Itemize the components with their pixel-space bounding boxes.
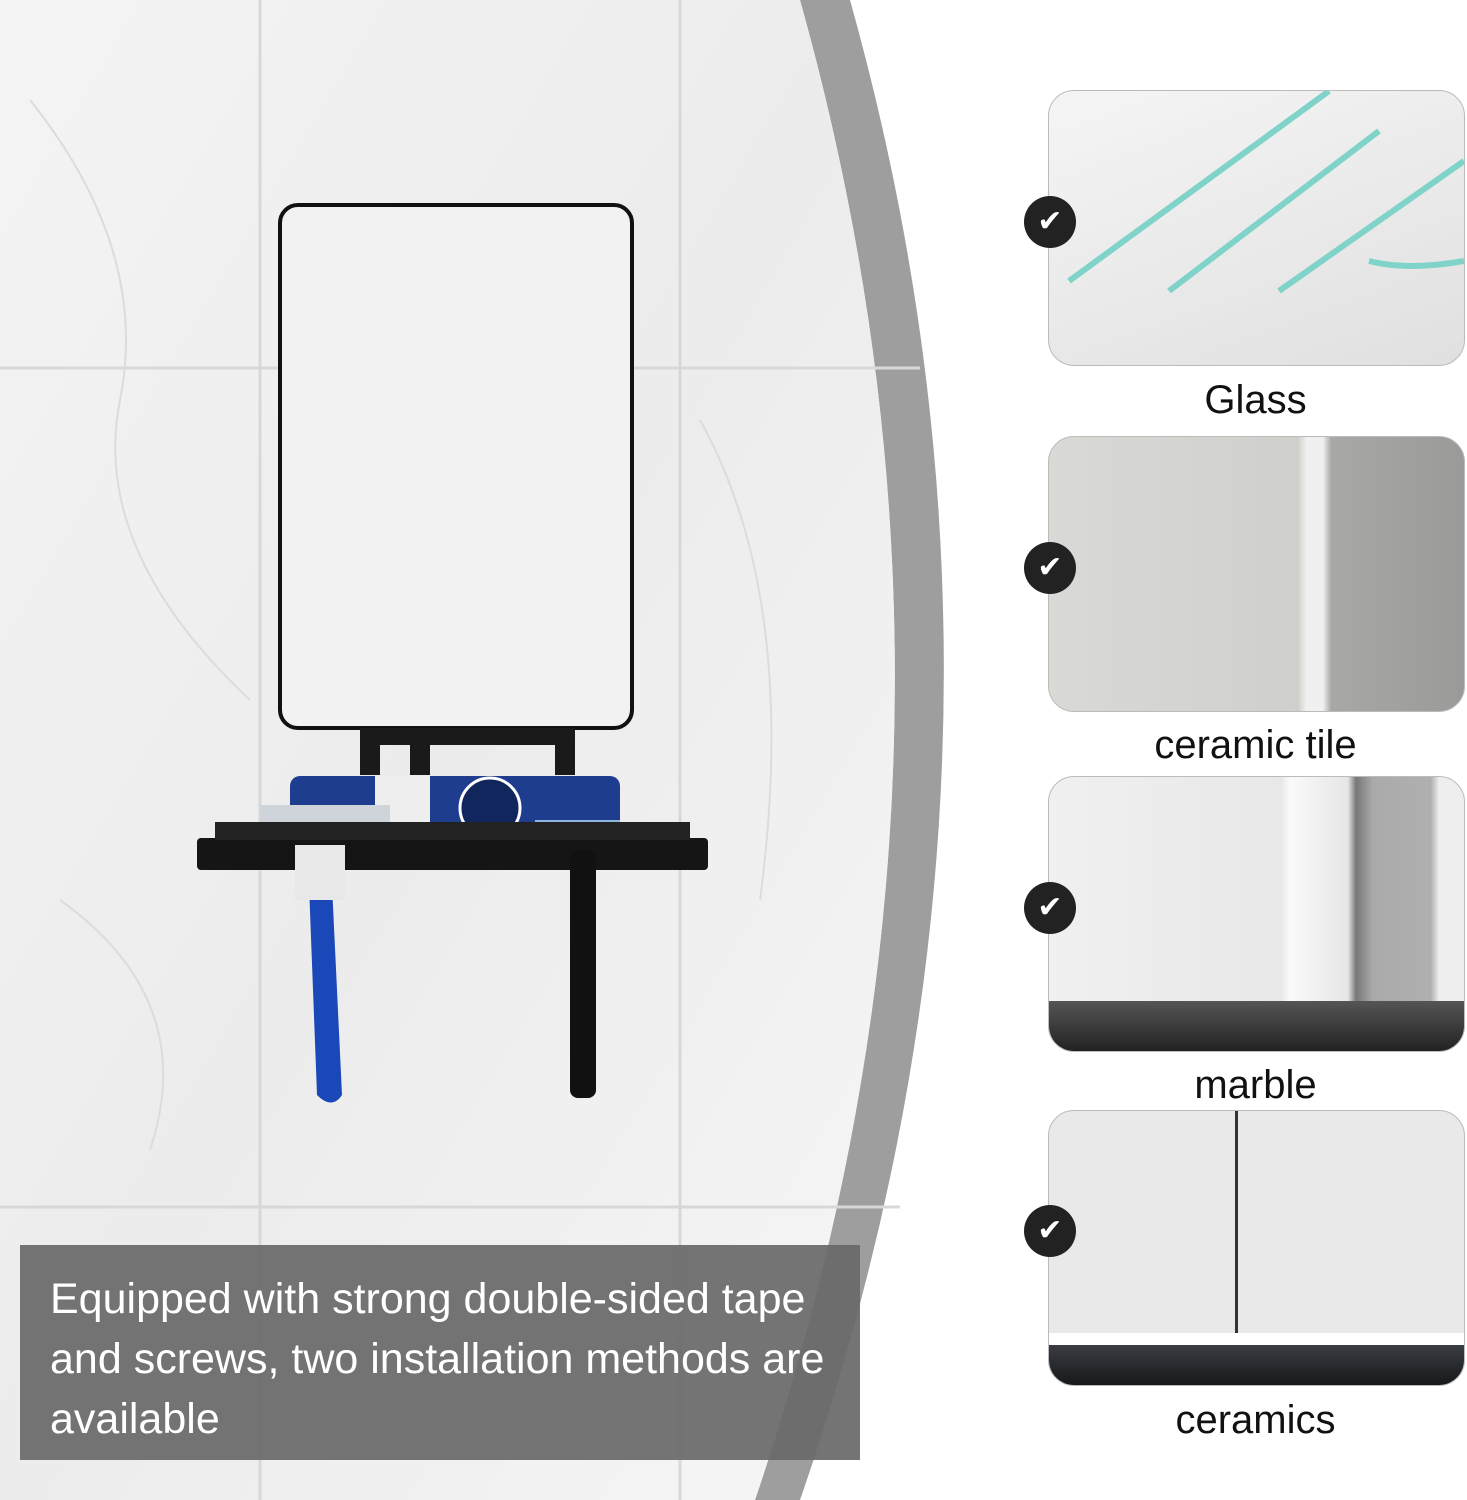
razor-blue (295, 845, 345, 1103)
shelf (197, 838, 708, 870)
check-icon: ✔ (1024, 882, 1076, 934)
marble-wall (0, 0, 895, 1500)
surface-card-marble (1048, 776, 1465, 1052)
surface-card-glass (1048, 90, 1465, 366)
check-icon: ✔ (1024, 1205, 1076, 1257)
surface-label: marble (1194, 1063, 1317, 1107)
surface-label: ceramics (1175, 1398, 1336, 1442)
marble-veins (29, 99, 773, 1151)
mirror (278, 203, 634, 775)
check-icon: ✔ (1024, 196, 1076, 248)
surface-card-ceramics (1048, 1110, 1465, 1386)
arc-band (755, 0, 944, 1500)
surface-label: ceramic tile (1154, 723, 1357, 767)
caption-banner: Equipped with strong double-sided tape a… (20, 1245, 860, 1460)
check-icon: ✔ (1024, 542, 1076, 594)
razor-black (570, 850, 596, 1098)
surface-card-ceramic-tile (1048, 436, 1465, 712)
surface-label: Glass (1204, 378, 1307, 422)
